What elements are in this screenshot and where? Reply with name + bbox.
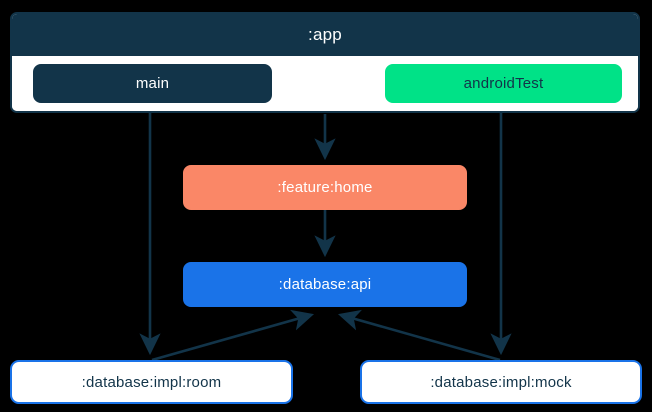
edge-database-impl-room-to-database-api	[151, 309, 315, 362]
node-database-api-label: :database:api	[278, 276, 372, 293]
node-database-impl-mock[interactable]: :database:impl:mock	[360, 360, 642, 404]
subgraph-app[interactable]: :app main androidTest	[10, 12, 640, 113]
node-source-set-main-label: main	[135, 75, 170, 92]
edge-database-impl-mock-to-database-api	[337, 309, 501, 362]
subgraph-app-title: :app	[12, 14, 638, 56]
node-feature-home-label: :feature:home	[277, 179, 373, 196]
node-source-set-androidtest-label: androidTest	[463, 75, 544, 92]
node-source-set-main[interactable]: main	[33, 64, 272, 103]
node-database-impl-room-label: :database:impl:room	[81, 373, 222, 391]
node-database-impl-room[interactable]: :database:impl:room	[10, 360, 293, 404]
subgraph-app-body: main androidTest	[12, 56, 638, 111]
node-database-api[interactable]: :database:api	[183, 262, 467, 307]
node-database-impl-mock-label: :database:impl:mock	[430, 373, 572, 391]
node-source-set-androidtest[interactable]: androidTest	[385, 64, 622, 103]
node-feature-home[interactable]: :feature:home	[183, 165, 467, 210]
